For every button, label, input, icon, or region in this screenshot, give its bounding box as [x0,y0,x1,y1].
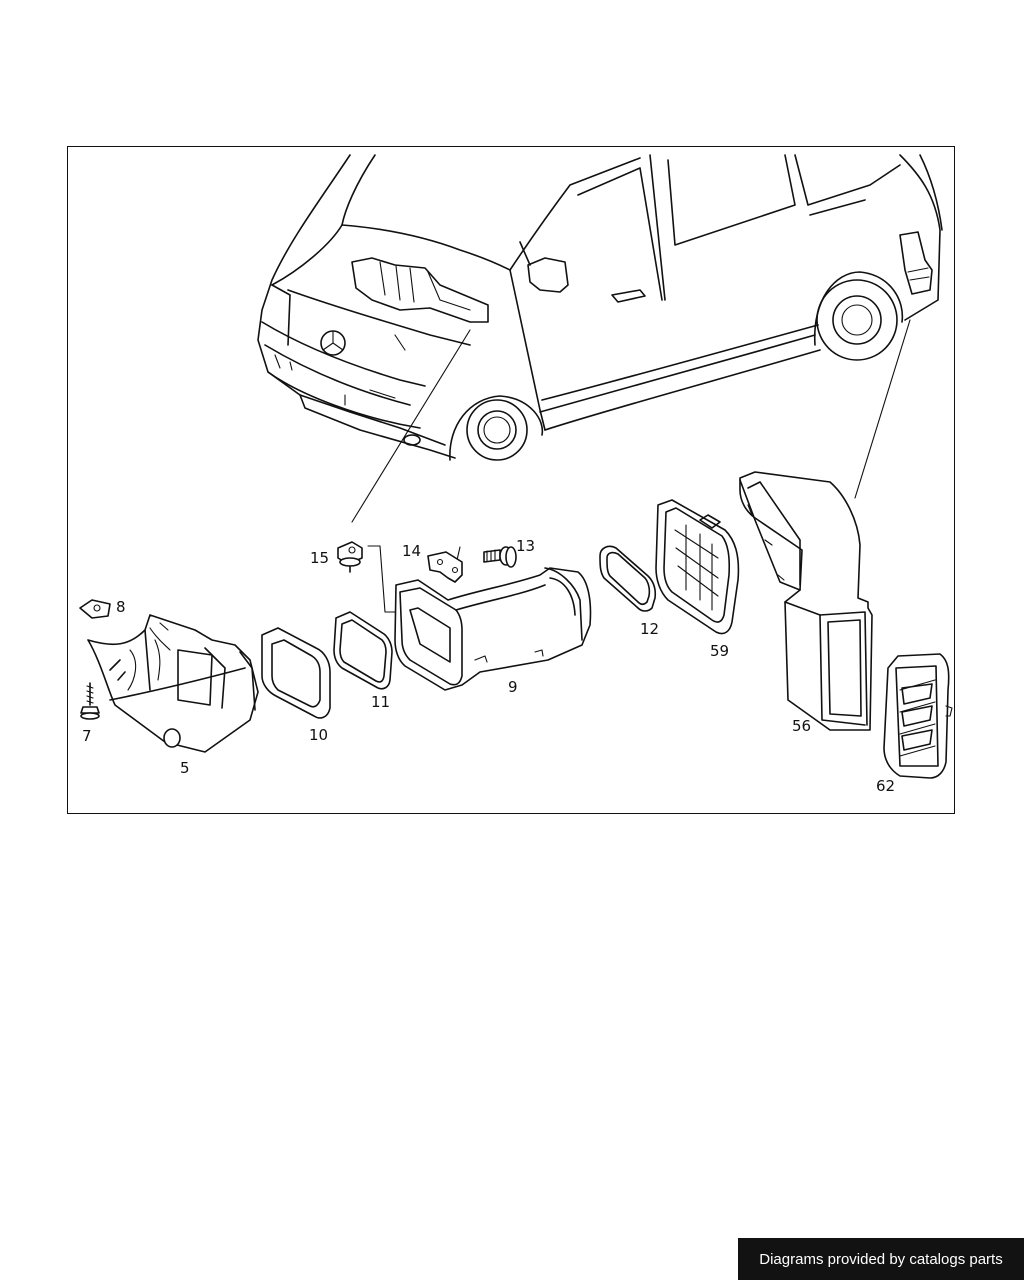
air-intake-housing [87,614,259,753]
vent-grille-62 [883,653,953,779]
bracket-14 [427,551,463,583]
label-part-10: 10 [309,726,328,744]
clip-nut [79,599,111,619]
gasket-11 [333,611,393,690]
van-illustration [257,154,943,461]
label-part-15: 15 [310,549,329,567]
label-part-14: 14 [402,542,421,560]
label-part-59: 59 [710,642,729,660]
label-part-9: 9 [508,678,518,696]
tapping-screw [80,682,100,720]
watermark-text: Diagrams provided by catalogs parts [759,1250,1003,1268]
label-part-56: 56 [792,717,811,735]
label-part-5: 5 [180,759,190,777]
grille-frame-59 [655,499,740,635]
seal-12 [599,545,657,612]
label-part-12: 12 [640,620,659,638]
label-part-11: 11 [371,693,390,711]
label-part-62: 62 [876,777,895,795]
air-duct-9 [394,567,592,691]
label-part-7: 7 [82,727,92,745]
air-duct-56 [739,471,873,731]
screw-15 [337,541,363,573]
seal-frame-10 [261,627,331,719]
leader-lines [351,319,911,613]
label-part-13: 13 [516,537,535,555]
label-part-8: 8 [116,598,126,616]
watermark-banner: Diagrams provided by catalogs parts [738,1238,1024,1280]
bolt-13 [483,546,517,568]
